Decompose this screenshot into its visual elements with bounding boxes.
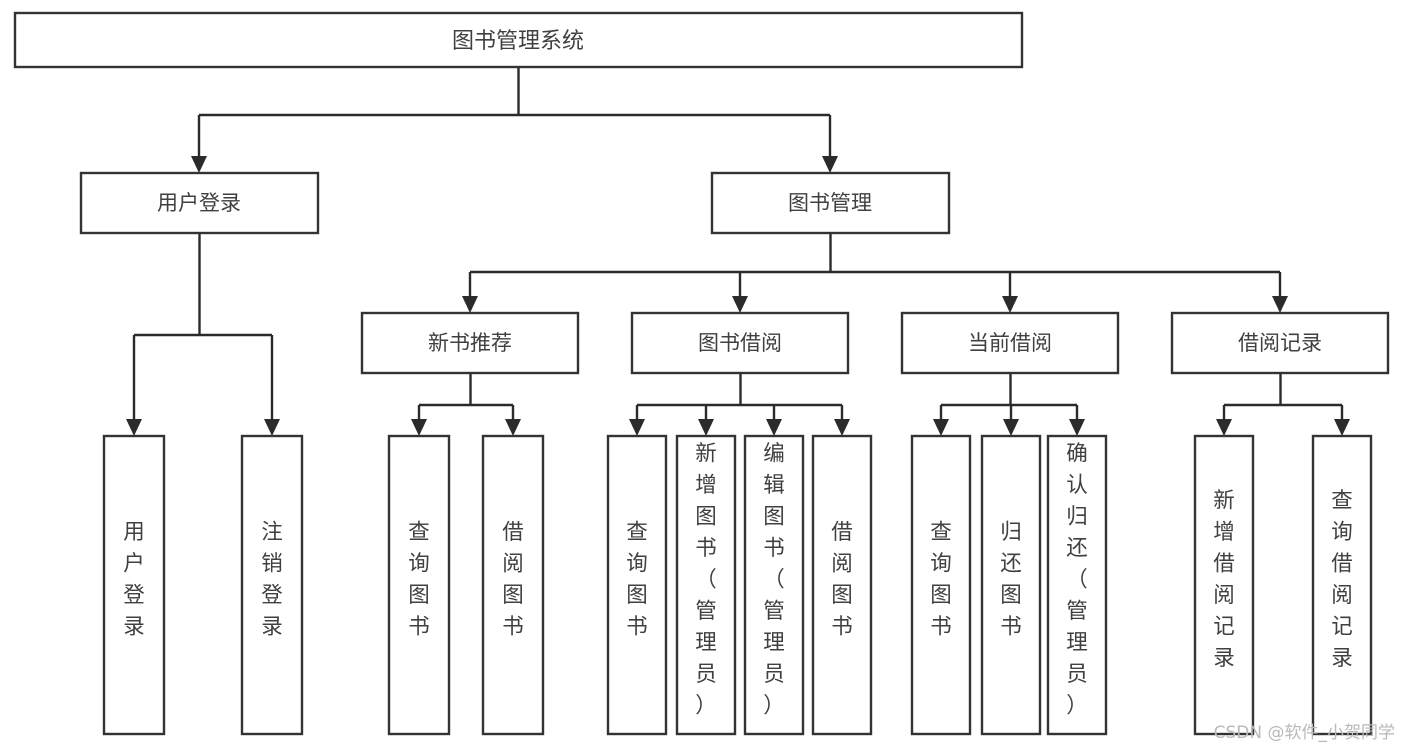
leaf-node-box[interactable] — [1193, 434, 1255, 736]
node-book-manage-label: 图书管理 — [788, 191, 872, 215]
node-user-login[interactable]: 用户登录 — [79, 171, 320, 235]
leaf-node-box[interactable] — [102, 434, 166, 736]
leaf-node-label: 查询图书 — [930, 520, 952, 640]
node-book-borrow-box[interactable] — [630, 311, 850, 375]
leaf-node-label: 借阅图书 — [831, 520, 853, 640]
arrow-to-leaf-edit-book — [766, 419, 782, 436]
edge-user-login-bus — [132, 233, 274, 421]
leaf-node[interactable]: 归还图书 — [980, 434, 1042, 736]
edge-book-manage-bus — [468, 233, 1282, 298]
arrow-to-leaf-borrow-book-1 — [505, 419, 521, 436]
node-root[interactable]: 图书管理系统 — [13, 11, 1024, 69]
leaf-node-label: 查询借阅记录 — [1331, 489, 1353, 672]
edge-root-bus — [197, 67, 832, 158]
leaf-node-label: 编辑图书（管理员） — [763, 441, 785, 718]
leaf-node-box[interactable] — [811, 434, 873, 736]
node-user-login-label: 用户登录 — [157, 191, 241, 215]
leaf-node[interactable]: 编辑图书（管理员） — [743, 434, 805, 736]
leaf-node-label: 用户登录 — [123, 520, 145, 640]
node-borrow-record-label: 借阅记录 — [1238, 331, 1322, 355]
edge-book-borrow-bus — [635, 373, 844, 421]
leaf-node-label: 归还图书 — [1000, 520, 1022, 640]
leaf-node-box[interactable] — [606, 434, 668, 736]
leaf-node-box[interactable] — [675, 434, 737, 736]
arrow-to-leaf-confirm-return — [1069, 419, 1085, 436]
arrow-to-book-borrow — [732, 296, 748, 313]
leaf-node-label: 借阅图书 — [502, 520, 524, 640]
connector-layer — [126, 67, 1350, 436]
leaf-node-box[interactable] — [910, 434, 972, 736]
node-book-borrow-label: 图书借阅 — [698, 331, 782, 355]
node-root-label: 图书管理系统 — [452, 29, 584, 54]
node-new-book-rec-label: 新书推荐 — [428, 331, 512, 355]
leaf-node[interactable]: 新增图书（管理员） — [675, 434, 737, 736]
leaf-node[interactable]: 借阅图书 — [481, 434, 545, 736]
leaf-node-box[interactable] — [1046, 434, 1108, 736]
arrow-to-leaf-query-book-1 — [411, 419, 427, 436]
arrow-to-leaf-user-login — [126, 419, 142, 436]
leaf-node-label: 注销登录 — [261, 520, 283, 640]
leaf-node[interactable]: 新增借阅记录 — [1193, 434, 1255, 736]
leaf-node-label: 新增图书（管理员） — [695, 441, 717, 718]
leaf-node[interactable]: 确认归还（管理员） — [1046, 434, 1108, 736]
arrow-to-user-login — [191, 156, 207, 173]
leaf-node[interactable]: 用户登录 — [102, 434, 166, 736]
node-borrow-record[interactable]: 借阅记录 — [1170, 311, 1390, 375]
leaf-node-box[interactable] — [980, 434, 1042, 736]
leaf-node[interactable]: 查询图书 — [387, 434, 451, 736]
arrow-to-leaf-borrow-book-2 — [834, 419, 850, 436]
leaf-node-box[interactable] — [387, 434, 451, 736]
node-current-borrow-box[interactable] — [900, 311, 1120, 375]
arrow-to-leaf-query-record — [1334, 419, 1350, 436]
leaf-node[interactable]: 查询借阅记录 — [1311, 434, 1373, 736]
node-root-box[interactable] — [13, 11, 1024, 69]
arrow-to-new-book-rec — [462, 296, 478, 313]
leaf-node-layer: 用户登录 注销登录 查询图书 借阅图书 查询图书 新增图书（管理员） 编辑图书（管理员） 借阅… — [102, 434, 1373, 736]
leaf-node[interactable]: 查询图书 — [606, 434, 668, 736]
edge-new-book-rec-bus — [417, 373, 515, 421]
leaf-node-label: 查询图书 — [408, 520, 430, 640]
arrow-to-leaf-add-record — [1216, 419, 1232, 436]
leaf-node[interactable]: 查询图书 — [910, 434, 972, 736]
arrow-to-leaf-query-book-3 — [933, 419, 949, 436]
node-current-borrow-label: 当前借阅 — [968, 331, 1052, 355]
arrow-to-leaf-logout — [264, 419, 280, 436]
node-book-manage-box[interactable] — [710, 171, 951, 235]
arrow-to-leaf-return-book — [1003, 419, 1019, 436]
node-user-login-box[interactable] — [79, 171, 320, 235]
leaf-node[interactable]: 注销登录 — [240, 434, 304, 736]
node-book-borrow[interactable]: 图书借阅 — [630, 311, 850, 375]
node-new-book-rec-box[interactable] — [360, 311, 580, 375]
node-borrow-record-box[interactable] — [1170, 311, 1390, 375]
leaf-node-label: 查询图书 — [626, 520, 648, 640]
leaf-node-box[interactable] — [481, 434, 545, 736]
edge-current-borrow-bus — [939, 373, 1079, 421]
edge-borrow-record-bus — [1222, 373, 1344, 421]
arrow-to-leaf-query-book-2 — [629, 419, 645, 436]
arrow-to-borrow-record — [1272, 296, 1288, 313]
leaf-node-box[interactable] — [1311, 434, 1373, 736]
node-new-book-rec[interactable]: 新书推荐 — [360, 311, 580, 375]
leaf-node-box[interactable] — [240, 434, 304, 736]
leaf-node-box[interactable] — [743, 434, 805, 736]
leaf-node[interactable]: 借阅图书 — [811, 434, 873, 736]
node-book-manage[interactable]: 图书管理 — [710, 171, 951, 235]
arrow-to-leaf-add-book — [698, 419, 714, 436]
leaf-node-label: 新增借阅记录 — [1213, 489, 1235, 672]
arrow-to-book-manage — [822, 156, 838, 173]
node-current-borrow[interactable]: 当前借阅 — [900, 311, 1120, 375]
leaf-node-label: 确认归还（管理员） — [1066, 441, 1088, 718]
arrow-to-current-borrow — [1002, 296, 1018, 313]
